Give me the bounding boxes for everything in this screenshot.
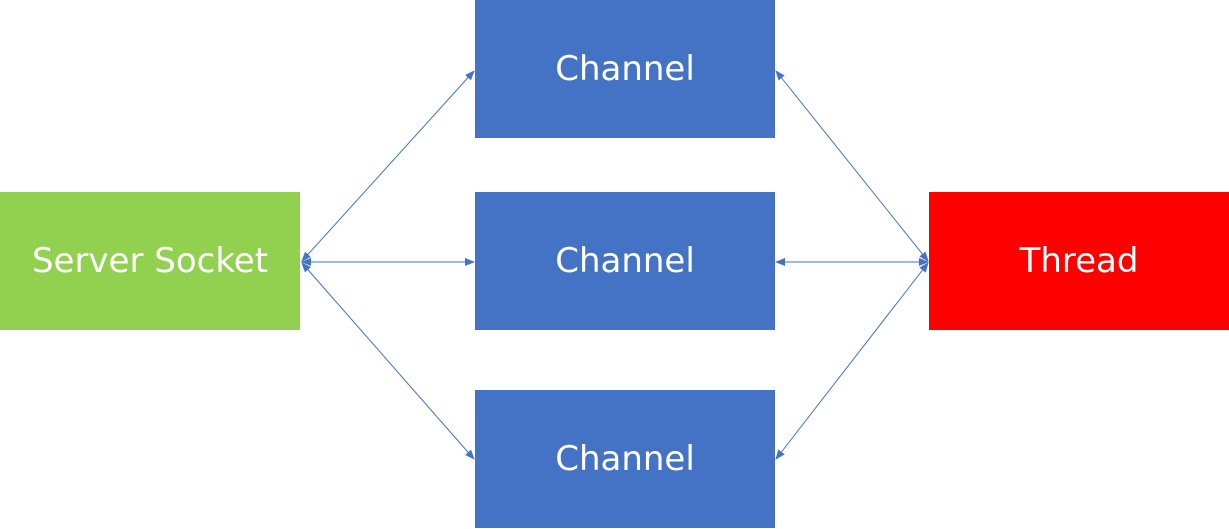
edge-thread-channel-3 xyxy=(775,262,929,460)
channel-node-3: Channel xyxy=(475,390,775,528)
channel-label-3: Channel xyxy=(555,439,695,479)
channel-node-1: Channel xyxy=(475,0,775,138)
server-socket-node: Server Socket xyxy=(0,192,300,330)
channel-node-2: Channel xyxy=(475,192,775,330)
edge-thread-channel-1 xyxy=(775,70,929,262)
edge-server-channel-1 xyxy=(301,70,475,262)
edge-server-channel-3 xyxy=(301,262,475,460)
server-socket-label: Server Socket xyxy=(31,241,269,281)
channel-label-1: Channel xyxy=(555,49,695,89)
thread-label: Thread xyxy=(1019,241,1139,281)
thread-node: Thread xyxy=(929,192,1229,330)
channel-label-2: Channel xyxy=(555,241,695,281)
